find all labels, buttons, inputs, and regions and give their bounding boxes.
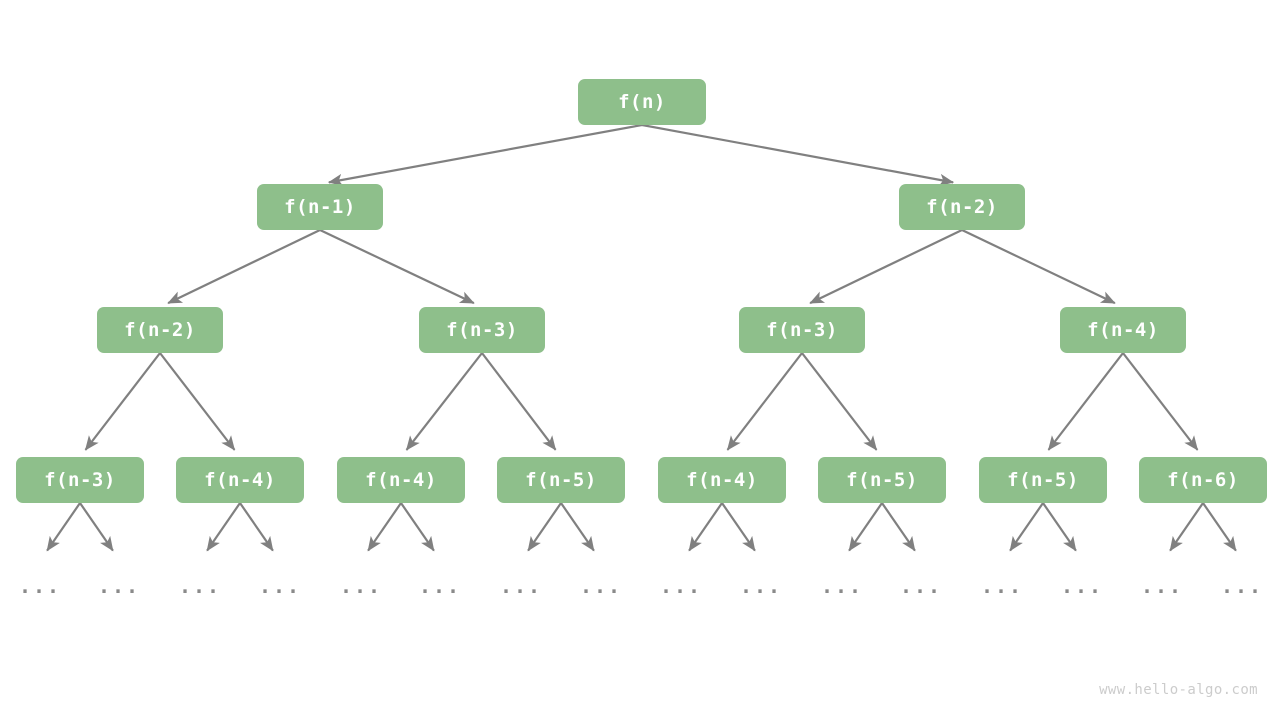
tree-node: f(n-5)	[497, 457, 625, 503]
leaf-edge	[206, 502, 241, 552]
leaf-edge	[239, 502, 274, 552]
tree-edge	[405, 352, 483, 451]
leaf-edge	[527, 502, 562, 552]
ellipsis-marker: ...	[899, 574, 943, 598]
tree-node: f(n-3)	[16, 457, 144, 503]
tree-node-label: f(n)	[618, 91, 666, 113]
tree-node-label: f(n-4)	[1087, 319, 1159, 341]
tree-node-label: f(n-5)	[1007, 469, 1079, 491]
ellipsis-marker: ...	[739, 574, 783, 598]
tree-node-label: f(n-3)	[766, 319, 838, 341]
ellipsis-marker: ...	[258, 574, 302, 598]
tree-node-label: f(n-3)	[44, 469, 116, 491]
tree-node-label: f(n-4)	[365, 469, 437, 491]
tree-edge	[481, 352, 557, 451]
tree-node-label: f(n-5)	[525, 469, 597, 491]
leaf-edge	[1009, 502, 1044, 552]
ellipsis-marker: ...	[1140, 574, 1184, 598]
tree-node: f(n-4)	[176, 457, 304, 503]
tree-node: f(n-2)	[899, 184, 1025, 230]
ellipsis-marker: ...	[339, 574, 383, 598]
tree-edge	[319, 229, 475, 305]
tree-node: f(n-4)	[337, 457, 465, 503]
tree-node: f(n)	[578, 79, 706, 125]
tree-node-label: f(n-3)	[446, 319, 518, 341]
tree-node: f(n-4)	[658, 457, 786, 503]
ellipsis-marker: ...	[97, 574, 141, 598]
tree-edges	[84, 123, 1199, 451]
tree-node: f(n-5)	[818, 457, 946, 503]
leaf-edge	[46, 502, 81, 552]
tree-node: f(n-1)	[257, 184, 383, 230]
tree-edge	[726, 352, 803, 451]
leaf-edge	[79, 502, 114, 552]
tree-edge	[1047, 352, 1124, 451]
leaf-edge	[881, 502, 916, 552]
tree-edge	[84, 352, 161, 451]
tree-node-label: f(n-6)	[1167, 469, 1239, 491]
leaf-edge	[1202, 502, 1237, 552]
tree-edge	[1122, 352, 1199, 451]
tree-node-label: f(n-2)	[926, 196, 998, 218]
leaf-edge	[367, 502, 402, 552]
tree-node-label: f(n-5)	[846, 469, 918, 491]
ellipsis-marker: ...	[499, 574, 543, 598]
tree-node: f(n-2)	[97, 307, 223, 353]
watermark: www.hello-algo.com	[1099, 682, 1258, 698]
tree-node: f(n-4)	[1060, 307, 1186, 353]
leaf-edges	[46, 502, 1237, 552]
leaf-edge	[1169, 502, 1204, 552]
tree-edge	[167, 229, 321, 305]
tree-edge	[159, 352, 236, 451]
ellipsis-marker: ...	[820, 574, 864, 598]
tree-edge	[641, 123, 955, 186]
ellipsis-marker: ...	[1060, 574, 1104, 598]
tree-node-label: f(n-4)	[204, 469, 276, 491]
tree-node: f(n-3)	[739, 307, 865, 353]
ellipsis-marker: ...	[178, 574, 222, 598]
tree-edge	[809, 229, 963, 305]
tree-node: f(n-6)	[1139, 457, 1267, 503]
ellipsis-marker: ...	[18, 574, 62, 598]
ellipsis-marker: ...	[1220, 574, 1264, 598]
leaf-edge	[688, 502, 723, 552]
tree-node: f(n-5)	[979, 457, 1107, 503]
ellipsis-marker: ...	[418, 574, 462, 598]
tree-edge	[801, 352, 878, 451]
ellipsis-marker: ...	[980, 574, 1024, 598]
leaf-edge	[1042, 502, 1077, 552]
ellipsis-marker: ...	[659, 574, 703, 598]
tree-node-label: f(n-4)	[686, 469, 758, 491]
leaf-edge	[848, 502, 883, 552]
tree-node-label: f(n-1)	[284, 196, 356, 218]
leaf-edge	[721, 502, 756, 552]
leaf-edge	[560, 502, 595, 552]
tree-edge	[327, 123, 643, 186]
ellipsis-marker: ...	[579, 574, 623, 598]
tree-edge	[961, 229, 1116, 305]
leaf-edge	[400, 502, 435, 552]
tree-node: f(n-3)	[419, 307, 545, 353]
tree-node-label: f(n-2)	[124, 319, 196, 341]
